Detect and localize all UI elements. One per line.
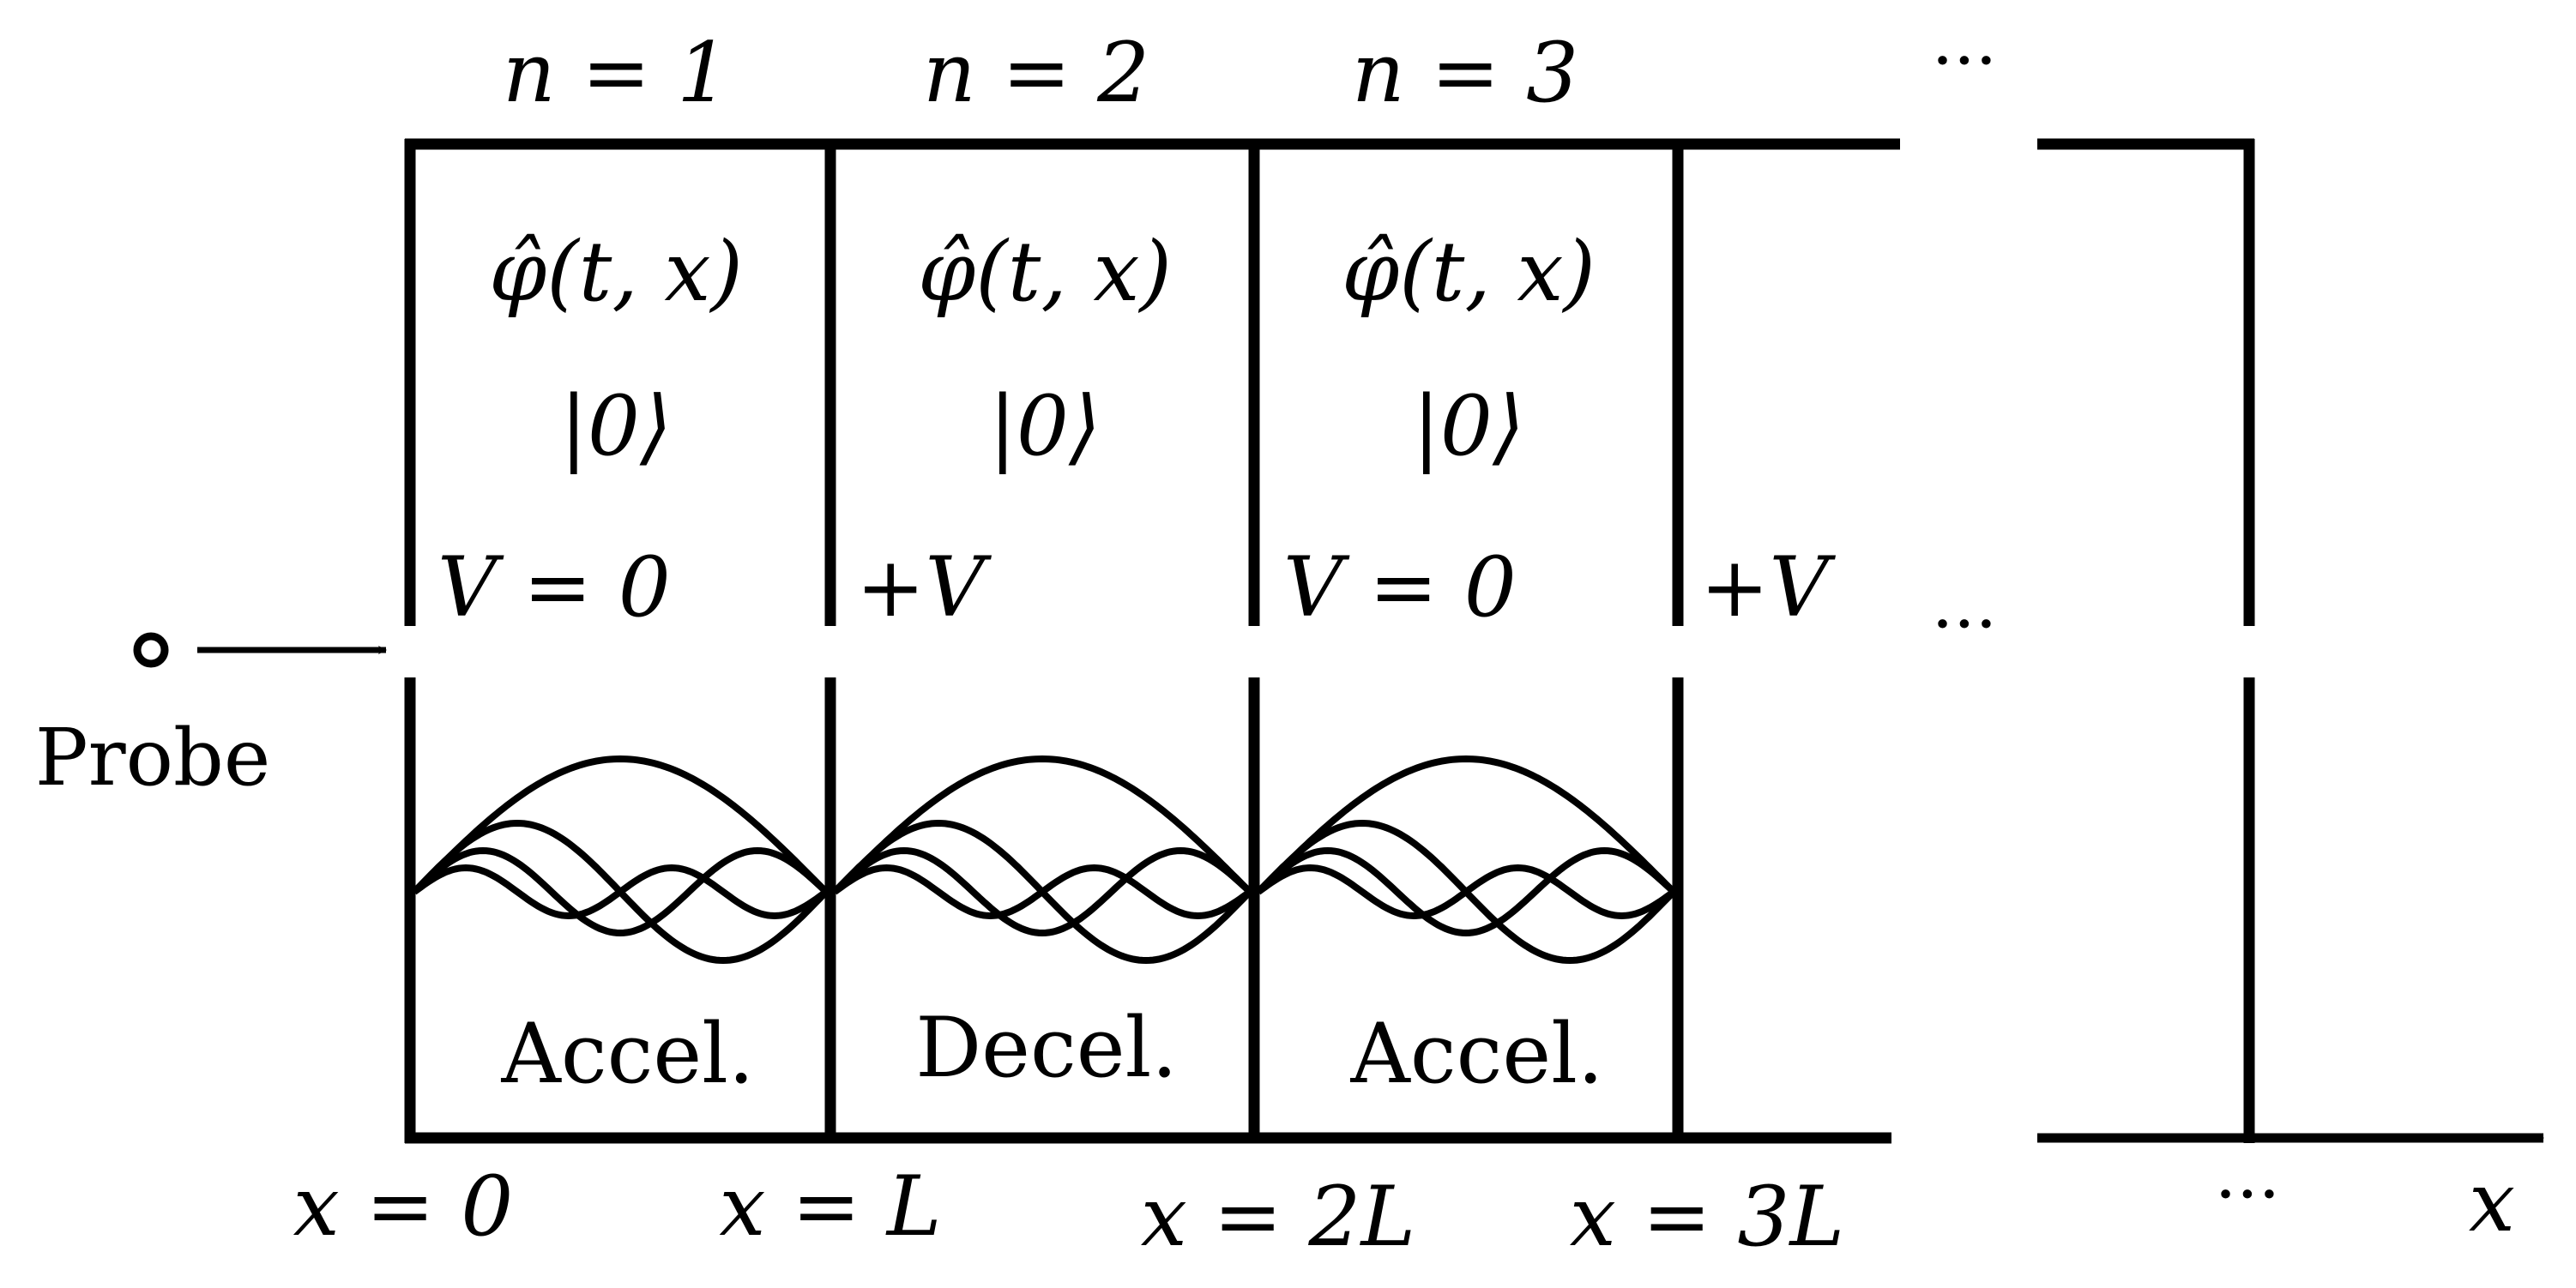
cavity-walls	[404, 139, 2255, 1143]
boundary-label-1: x = L	[719, 1159, 941, 1255]
cell-3-regime: Accel.	[1350, 1006, 1604, 1102]
cell-1-vacuum-state: |0⟩	[560, 378, 673, 474]
cell-1-regime: Accel.	[501, 1006, 755, 1102]
boundary-label-3: x = 3L	[1570, 1169, 1844, 1265]
cell-2-index-label: n = 2	[923, 25, 1149, 121]
cell-2-field-operator: φ̂(t, x)	[918, 224, 1172, 320]
mode-curve-cell-3-n3	[1256, 846, 1676, 937]
boundary-label-0: x = 0	[293, 1159, 514, 1255]
x-axis-label: x	[2469, 1154, 2515, 1250]
mode-curve-cell-1-n1	[412, 755, 829, 894]
mode-curve-cell-1-n4	[412, 864, 829, 920]
cell-3-potential: V = 0	[1283, 539, 1517, 635]
mode-curve-cell-2-n1	[832, 755, 1252, 894]
mode-curve-cell-2-n4	[832, 864, 1252, 920]
cell-1-field-operator: φ̂(t, x)	[489, 224, 743, 320]
cell-2-vacuum-state: |0⟩	[989, 378, 1101, 474]
ellipsis-middle: ···	[1932, 584, 1997, 664]
mode-curve-cell-3-n4	[1256, 864, 1676, 920]
mode-curve-cell-2-n3	[832, 846, 1252, 937]
cell-3-vacuum-state: |0⟩	[1413, 378, 1525, 474]
probe-label: Probe	[35, 712, 271, 803]
cell-1-index-label: n = 1	[503, 25, 729, 121]
cell-1-potential: V = 0	[437, 539, 671, 635]
mode-curve-cell-3-n1	[1256, 755, 1676, 894]
ellipsis-bottom: ···	[2215, 1154, 2280, 1234]
boundary-label-2: x = 2L	[1141, 1169, 1415, 1265]
cell-3-index-label: n = 3	[1352, 25, 1578, 121]
mode-functions	[412, 755, 1676, 965]
cell-4-potential: +V	[1700, 539, 1836, 635]
ellipsis-top: ···	[1932, 21, 1997, 100]
cell-2-potential: +V	[856, 539, 992, 635]
cell-3-field-operator: φ̂(t, x)	[1342, 224, 1596, 320]
mode-curve-cell-1-n3	[412, 846, 829, 937]
probe-circle-icon	[133, 632, 169, 668]
cell-2-regime: Decel.	[915, 1000, 1178, 1096]
